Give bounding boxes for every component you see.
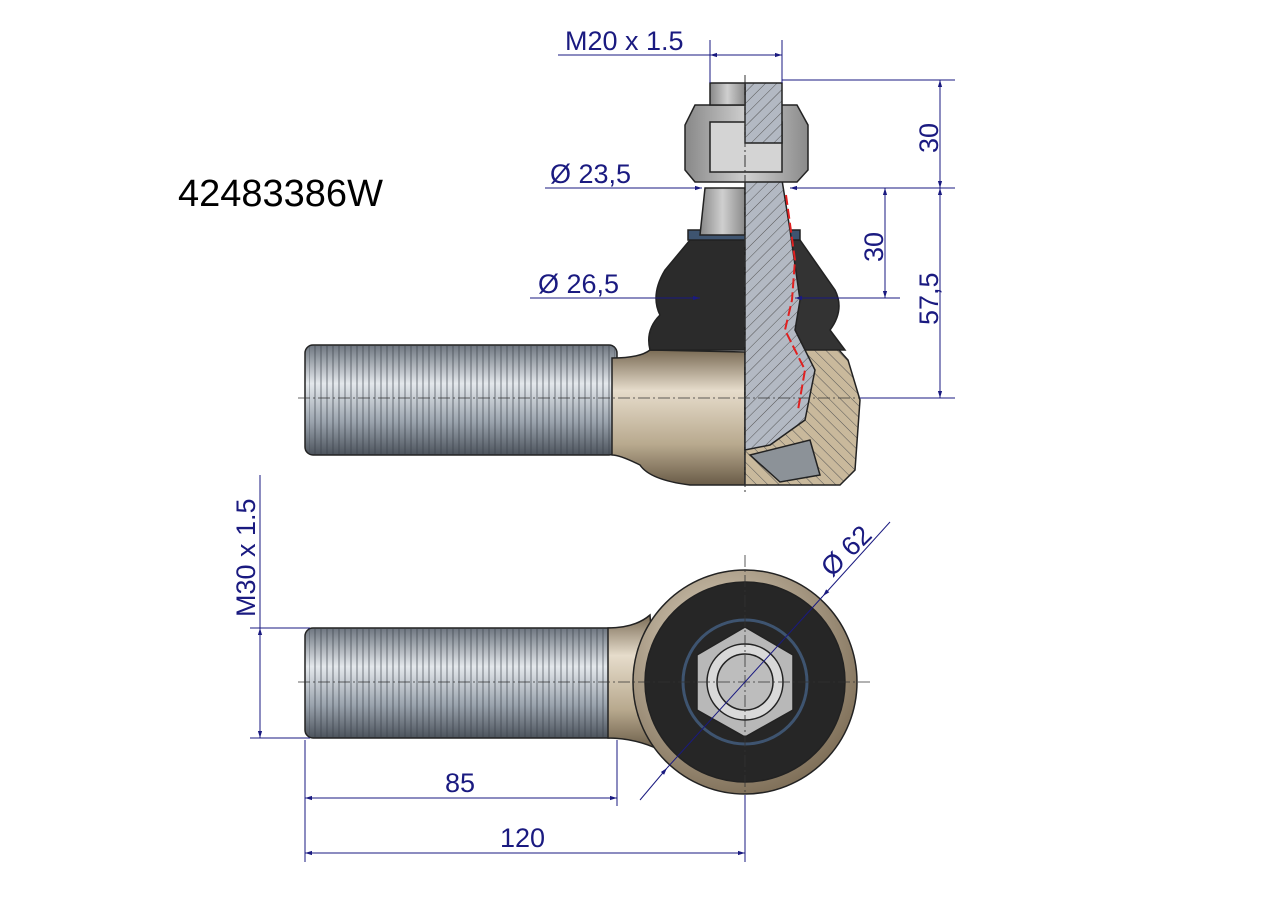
top-view bbox=[298, 555, 870, 800]
stud-diameter-bottom-label: Ø 26,5 bbox=[538, 269, 619, 299]
stud-section bbox=[744, 179, 816, 451]
taper-length-label: 30 bbox=[859, 232, 889, 262]
stud-diameter-top-label: Ø 23,5 bbox=[550, 159, 631, 189]
shank-thread-label: M30 x 1.5 bbox=[231, 498, 261, 617]
stud bbox=[699, 187, 746, 236]
housing-diameter-label: Ø 62 bbox=[815, 520, 878, 583]
stud-height-label: 57,5 bbox=[914, 272, 944, 325]
side-view bbox=[298, 75, 870, 492]
housing bbox=[611, 349, 746, 486]
shank-length-label: 85 bbox=[445, 768, 475, 798]
part-number: 42483386W bbox=[178, 173, 383, 215]
stud-thread-label: M20 x 1.5 bbox=[565, 26, 684, 56]
top-dimensions: M20 x 1.5 30 30 57,5 Ø 23,5 Ø 26,5 bbox=[530, 26, 955, 399]
boot bbox=[648, 239, 746, 351]
thread-length-label: 30 bbox=[914, 123, 944, 153]
overall-length-label: 120 bbox=[500, 823, 545, 853]
